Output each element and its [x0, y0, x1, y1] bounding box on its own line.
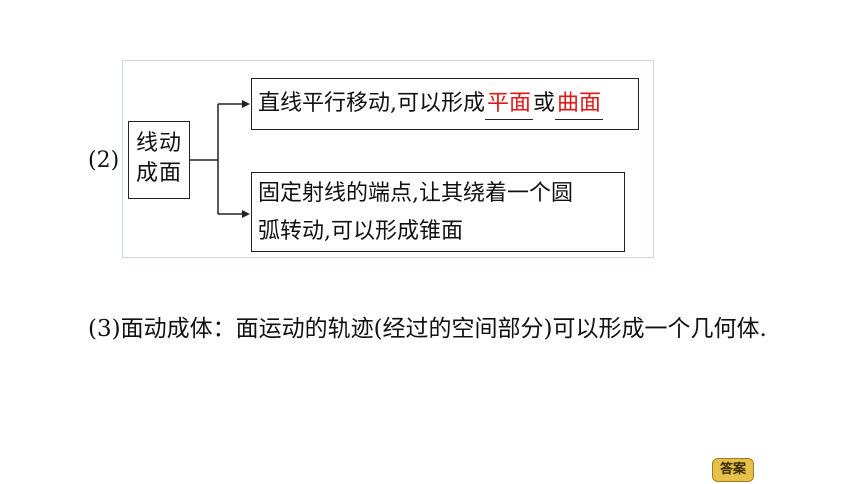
branch2-line-1: 固定射线的端点,让其绕着一个圆 — [258, 181, 573, 206]
branch1-middle: 或 — [533, 91, 556, 116]
branch-connector — [190, 100, 250, 218]
answer-fill-plane: 平面 — [485, 89, 534, 120]
part-label: (2) — [88, 148, 120, 173]
branch-box-ray-rotation: 固定射线的端点,让其绕着一个圆 弧转动,可以形成锥面 — [251, 172, 625, 252]
branch2-line-2: 弧转动,可以形成锥面 — [258, 219, 463, 244]
branch1-prefix: 直线平行移动,可以形成 — [258, 91, 485, 116]
concept-line-1: 线动 — [135, 131, 182, 156]
branch-box-line-motion: 直线平行移动,可以形成平面或曲面 — [251, 78, 639, 130]
answer-button[interactable]: 答案 — [712, 458, 754, 482]
concept-line-2: 成面 — [135, 161, 182, 186]
concept-box: 线动 成面 — [128, 121, 190, 199]
answer-fill-curved-surface: 曲面 — [555, 89, 604, 120]
surface-to-solid-paragraph: (3)面动成体：面运动的轨迹(经过的空间部分)可以形成一个几何体. — [88, 316, 767, 342]
